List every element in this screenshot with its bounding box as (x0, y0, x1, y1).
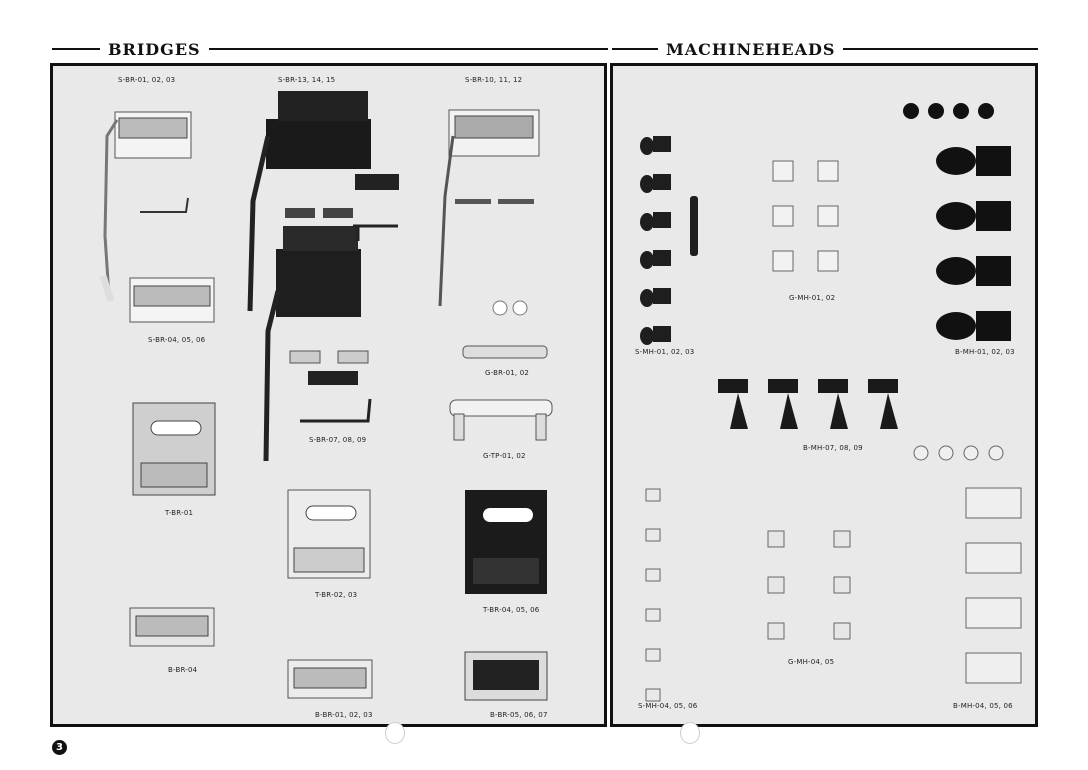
tuner-grid-image (767, 530, 851, 640)
bass-tuner-image (913, 445, 1022, 684)
telecaster-bridge-image (287, 489, 371, 579)
header-rule (612, 48, 658, 50)
header-rule (52, 48, 100, 50)
tailpiece-image (449, 399, 553, 441)
part-label: G-TP-01, 02 (483, 452, 526, 460)
allen-wrench-image (140, 197, 189, 213)
saddle-parts-image (285, 208, 398, 241)
part-label: G-MH-01, 02 (789, 294, 836, 302)
bridges-title: BRIDGES (108, 39, 201, 59)
tuner-row-image (645, 488, 661, 702)
bass-bridge-image (464, 651, 548, 701)
tuner-grid-image (772, 160, 839, 272)
locking-tremolo-image (247, 91, 371, 462)
machineheads-panel: S-MH-01, 02, 03 G-MH-01, 02 B-MH-01, 02,… (610, 63, 1038, 727)
bass-bridge-image (129, 607, 215, 647)
telecaster-bridge-image (132, 402, 216, 496)
part-label: G-BR-01, 02 (485, 369, 530, 377)
bass-tuner-image (903, 103, 1011, 341)
part-label: B-MH-01, 02, 03 (955, 348, 1015, 356)
binder-hole (385, 722, 405, 744)
bridges-header: BRIDGES (52, 38, 608, 60)
bass-bridge-image (287, 659, 373, 699)
part-label: B-BR-05, 06, 07 (490, 711, 548, 719)
part-label: T-BR-01 (165, 509, 194, 517)
springs-image (455, 199, 534, 204)
part-label: G-MH-04, 05 (788, 658, 835, 666)
bass-tuner-row-image (718, 379, 898, 429)
part-label: S-MH-04, 05, 06 (638, 702, 698, 710)
hardtail-bridge-image (129, 277, 215, 323)
part-label: B-BR-01, 02, 03 (315, 711, 373, 719)
part-label: T-BR-04, 05, 06 (483, 606, 540, 614)
part-label: S-MH-01, 02, 03 (635, 348, 695, 356)
bridges-panel: S-BR-01, 02, 03 S-BR-13, 14, 15 S-BR-10,… (50, 63, 607, 727)
part-label: S-BR-13, 14, 15 (278, 76, 336, 84)
locking-nut-image (355, 174, 399, 190)
part-label: S-BR-04, 05, 06 (148, 336, 206, 344)
part-label: T-BR-02, 03 (315, 591, 358, 599)
tremolo-bridge-image (438, 109, 540, 307)
part-label: B-BR-04 (168, 666, 198, 674)
tuner-row-image (640, 136, 698, 345)
header-rule (208, 48, 608, 50)
tune-o-matic-image (462, 300, 548, 359)
header-rule (843, 48, 1038, 50)
part-label: S-BR-01, 02, 03 (118, 76, 176, 84)
machineheads-title: MACHINEHEADS (666, 39, 836, 59)
machineheads-header: MACHINEHEADS (612, 38, 1038, 60)
saddle-parts-image (289, 350, 372, 423)
page-number: 3 (52, 740, 67, 755)
tremolo-bridge-image (99, 111, 192, 303)
part-label: S-BR-10, 11, 12 (465, 76, 523, 84)
binder-hole (680, 722, 700, 744)
telecaster-bridge-image (465, 490, 547, 594)
part-label: S-BR-07, 08, 09 (309, 436, 367, 444)
part-label: B-MH-04, 05, 06 (953, 702, 1013, 710)
part-label: B-MH-07, 08, 09 (803, 444, 863, 452)
